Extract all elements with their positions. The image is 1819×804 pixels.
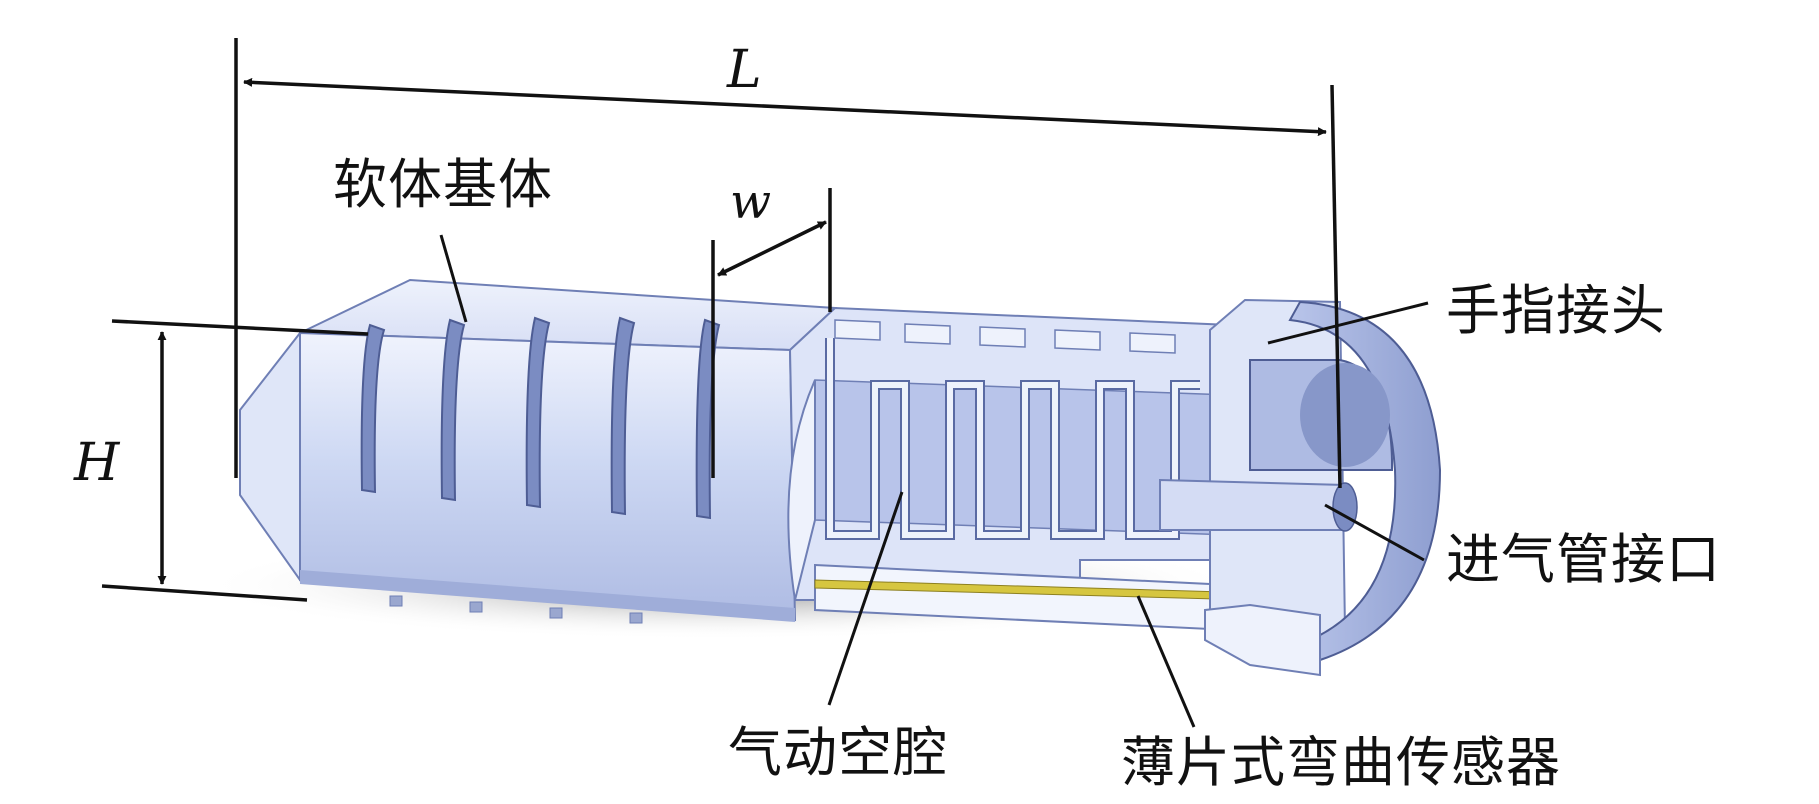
leader-finger-joint (1267, 301, 1429, 345)
soft-body (239, 278, 838, 624)
label-air-inlet: 进气管接口 (1446, 528, 1721, 591)
soft-body-bottom-edge (300, 570, 795, 622)
soft-body-tip (239, 330, 301, 584)
label-pneumatic-cavity: 气动空腔 (728, 721, 948, 784)
air-inlet-opening (1332, 482, 1358, 532)
leader-bending-sensor (1136, 595, 1196, 728)
finger-joint-lower-clip (1204, 603, 1321, 677)
serpentine-highlight (827, 338, 1200, 538)
leader-air-inlet (1324, 503, 1425, 562)
leader-pneumatic-cavity (827, 491, 904, 706)
finger-joint-body (1209, 298, 1347, 652)
dimension-lines (101, 38, 1342, 602)
dim-L-ext-right (1330, 84, 1342, 489)
leader-lines (439, 234, 1429, 728)
cutaway-section (787, 306, 1326, 632)
dim-H-ext-top (111, 319, 369, 336)
dim-label-H: H (74, 433, 120, 493)
dim-label-w: w (730, 174, 772, 230)
body-grooves (360, 316, 721, 520)
label-soft-body: 软体基体 (333, 153, 553, 216)
label-finger-joint: 手指接头 (1446, 279, 1666, 342)
air-inlet-tube (1159, 478, 1346, 531)
cutaway-left-edge (787, 379, 816, 601)
body-feet (389, 595, 643, 624)
dim-L-arrow (243, 77, 1327, 137)
dim-label-L: L (727, 40, 762, 100)
socket-inner-shadow (1300, 363, 1390, 467)
leader-soft-body (439, 234, 468, 323)
finger-joint (1159, 298, 1442, 677)
dim-w-arrow (717, 220, 827, 277)
dim-H-ext-bottom (101, 584, 308, 602)
chamber-tops (834, 319, 1176, 354)
label-bending-sensor: 薄片式弯曲传感器 (1121, 731, 1561, 794)
